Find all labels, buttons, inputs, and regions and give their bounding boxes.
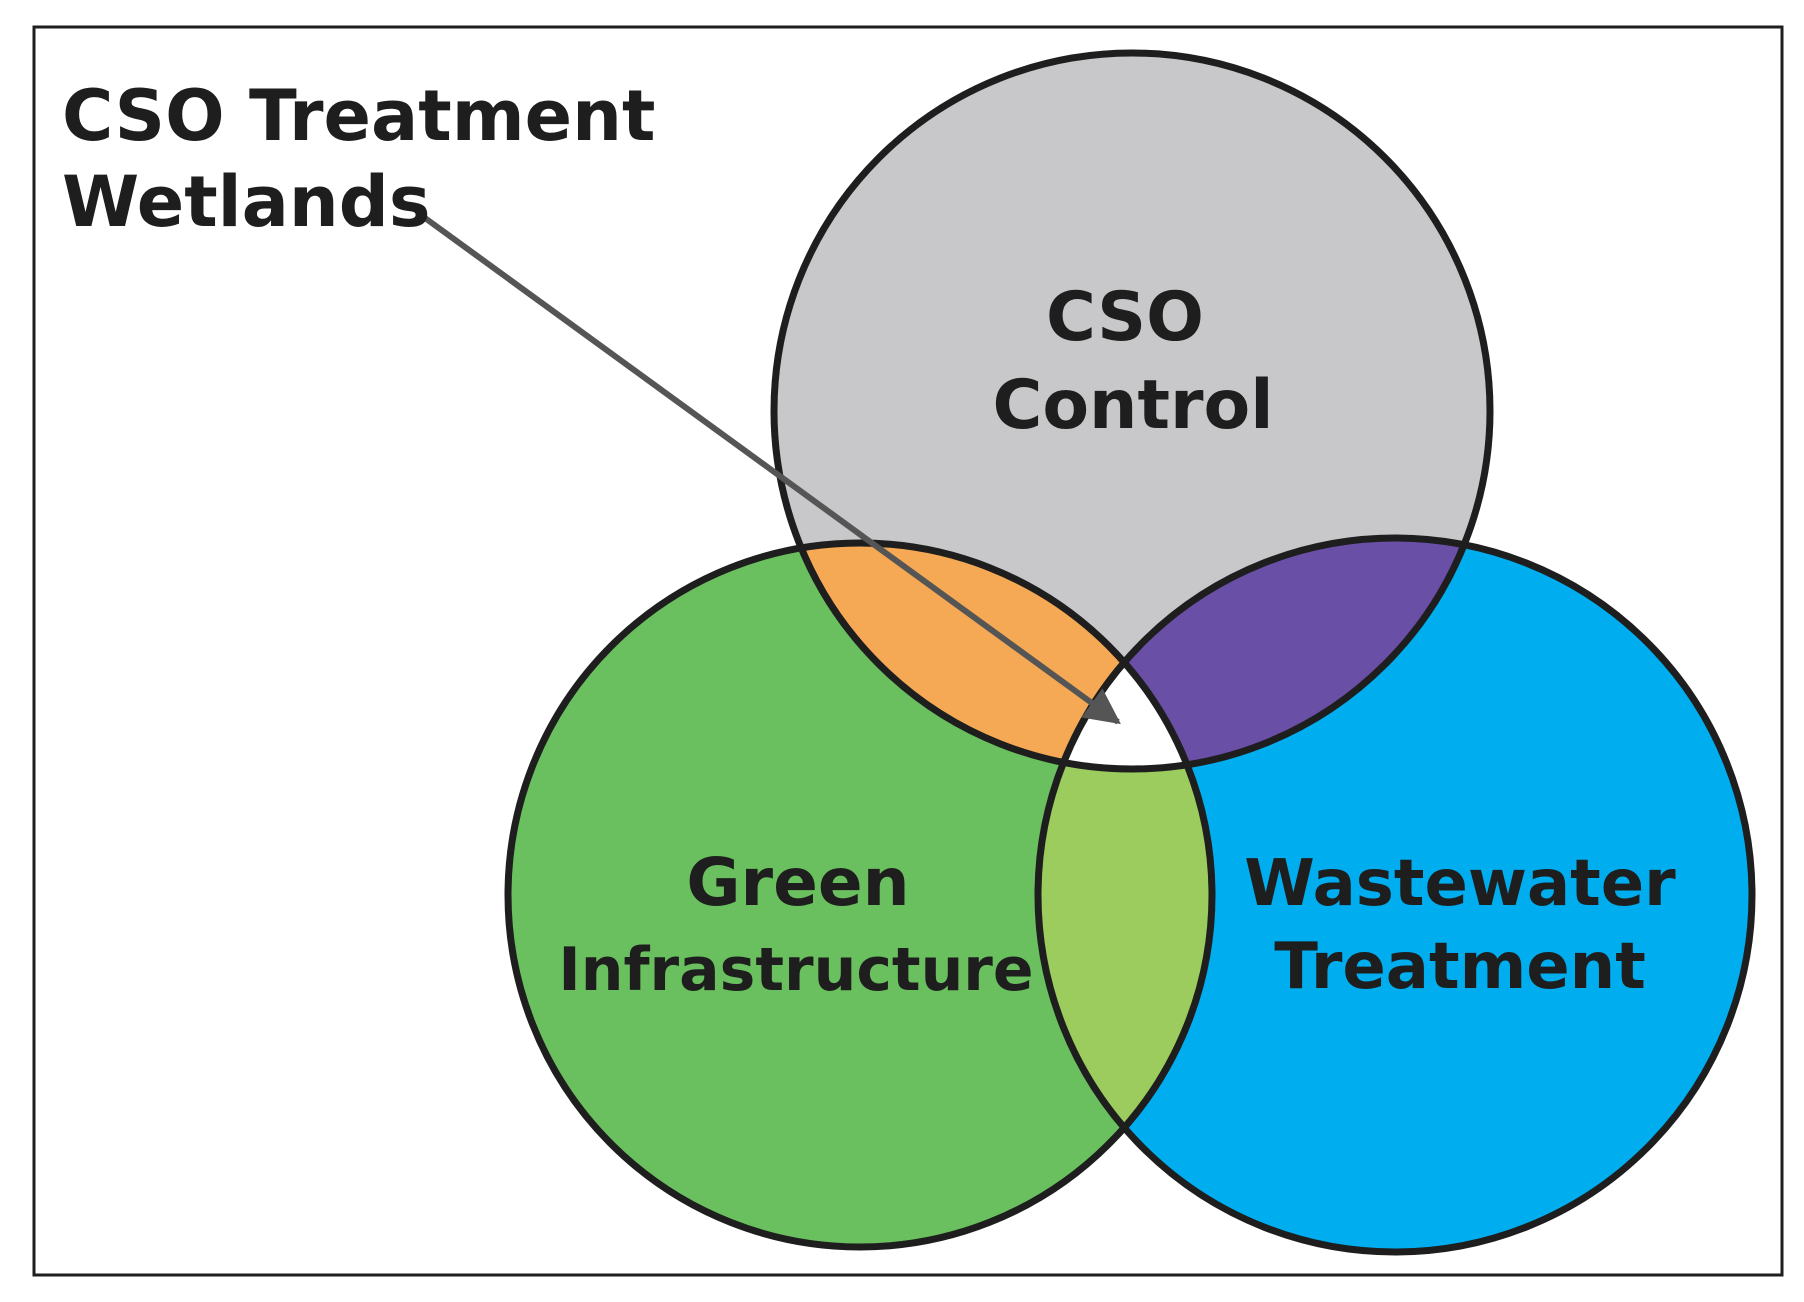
callout-title-line1: CSO Treatment [62, 75, 655, 157]
green-infrastructure-label-line2: Infrastructure [558, 935, 1033, 1005]
cso-control-label-line2: Control [992, 366, 1273, 445]
callout-title-line2: Wetlands [62, 161, 431, 243]
callout-arrow [423, 215, 1121, 725]
wastewater-treatment-label-line2: Treatment [1274, 930, 1646, 1004]
wastewater-treatment-label-line1: Wastewater [1244, 847, 1676, 921]
cso-control-label-line1: CSO [1046, 278, 1204, 357]
cso-green-overlap [774, 543, 1212, 769]
green-infrastructure-label-line1: Green [686, 844, 909, 921]
wastewater-treatment-outline [1034, 534, 1756, 1256]
cso-wastewater-overlap [1038, 538, 1490, 769]
cso-control-outline [770, 49, 1494, 773]
green-infrastructure-outline [504, 539, 1216, 1251]
